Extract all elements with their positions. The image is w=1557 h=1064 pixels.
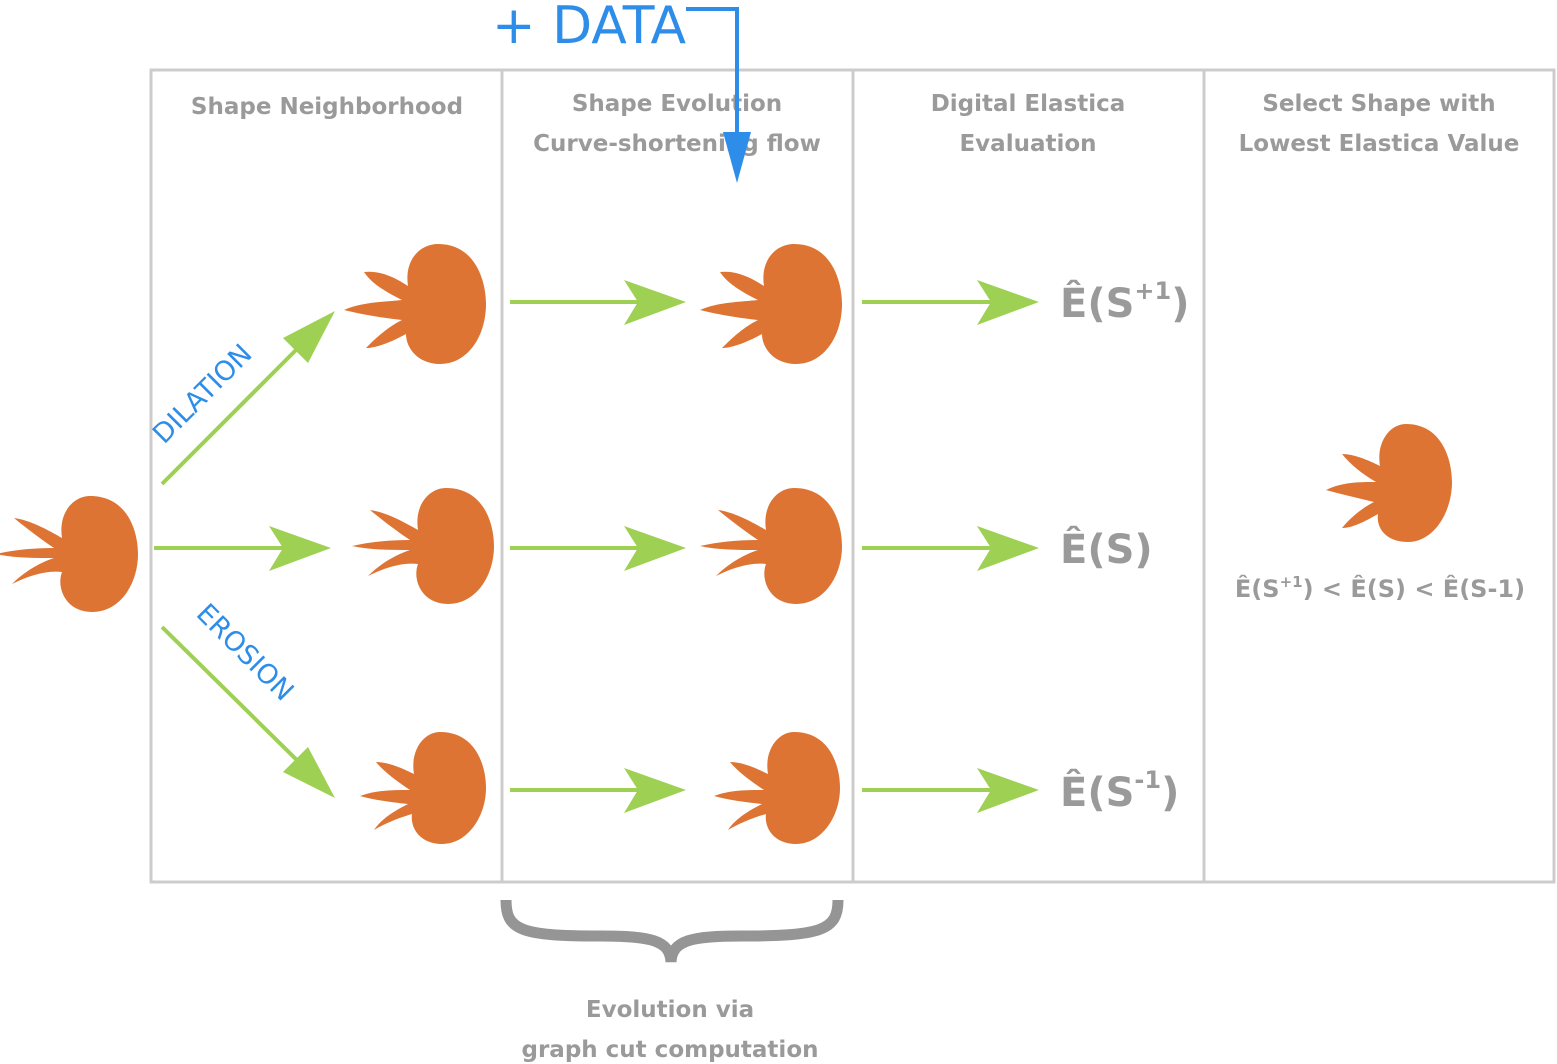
panel-frame bbox=[149, 68, 1556, 884]
column-title-line: Curve-shortening flow bbox=[533, 131, 821, 157]
dilation-arrow-shaft bbox=[160, 334, 312, 486]
erosion-label: EROSION bbox=[190, 598, 299, 707]
brace-caption: Evolution via graph cut computation bbox=[522, 997, 819, 1063]
data-input-connector bbox=[686, 7, 739, 140]
column-title-select: Select Shape with Lowest Elastica Value bbox=[1239, 91, 1520, 157]
evaluation-arrows bbox=[862, 280, 1039, 813]
flow-arrow bbox=[510, 768, 686, 813]
brace-caption-line: graph cut computation bbox=[522, 1037, 819, 1063]
erosion-arrowhead bbox=[283, 747, 335, 798]
column-title-elastica: Digital Elastica Evaluation bbox=[931, 91, 1126, 157]
shapes bbox=[0, 244, 1452, 844]
dilation-arrowhead bbox=[283, 311, 335, 363]
evolution-arrows bbox=[510, 280, 686, 813]
brace-caption-line: Evolution via bbox=[586, 997, 754, 1023]
evolved-eroded-shape bbox=[714, 732, 840, 844]
column-title-line: Shape Neighborhood bbox=[191, 94, 463, 120]
erosion-arrow-shaft bbox=[160, 625, 312, 775]
column-title-evolution: Shape Evolution Curve-shortening flow bbox=[533, 91, 821, 157]
column-title-neighborhood: Shape Neighborhood bbox=[191, 94, 463, 120]
flow-arrow bbox=[510, 280, 686, 325]
selected-shape bbox=[1326, 424, 1452, 542]
column-title-line: Digital Elastica bbox=[931, 91, 1126, 117]
eroded-shape bbox=[360, 732, 486, 844]
energy-minus: Ê(S-1) bbox=[1060, 766, 1179, 816]
flow-arrow bbox=[862, 280, 1039, 325]
evolved-dilated-shape bbox=[700, 244, 842, 364]
data-input-arrowhead bbox=[723, 132, 751, 183]
data-input-label: + DATA bbox=[492, 0, 686, 56]
neighborhood-arrows bbox=[154, 311, 335, 798]
flow-arrow bbox=[862, 768, 1039, 813]
source-shape bbox=[0, 496, 138, 612]
flow-arrow bbox=[862, 526, 1039, 571]
dilation-label: DILATION bbox=[147, 338, 259, 450]
energy-zero: Ê(S) bbox=[1060, 525, 1153, 573]
data-input: + DATA bbox=[492, 0, 751, 183]
column-title-line: Evaluation bbox=[959, 131, 1096, 157]
column-title-line: Lowest Elastica Value bbox=[1239, 131, 1520, 157]
evolved-original-shape bbox=[700, 488, 842, 604]
flow-arrow bbox=[510, 526, 686, 571]
column-title-line: Select Shape with bbox=[1262, 91, 1495, 117]
energy-plus: Ê(S+1) bbox=[1060, 277, 1190, 327]
dilated-shape bbox=[344, 244, 486, 364]
identity-arrowhead bbox=[269, 526, 331, 571]
graph-cut-brace bbox=[500, 899, 844, 963]
original-shape bbox=[352, 488, 494, 604]
column-title-line: Shape Evolution bbox=[572, 91, 782, 117]
energy-comparison: Ê(S+1) < Ê(S) < Ê(S-1) bbox=[1235, 573, 1525, 603]
